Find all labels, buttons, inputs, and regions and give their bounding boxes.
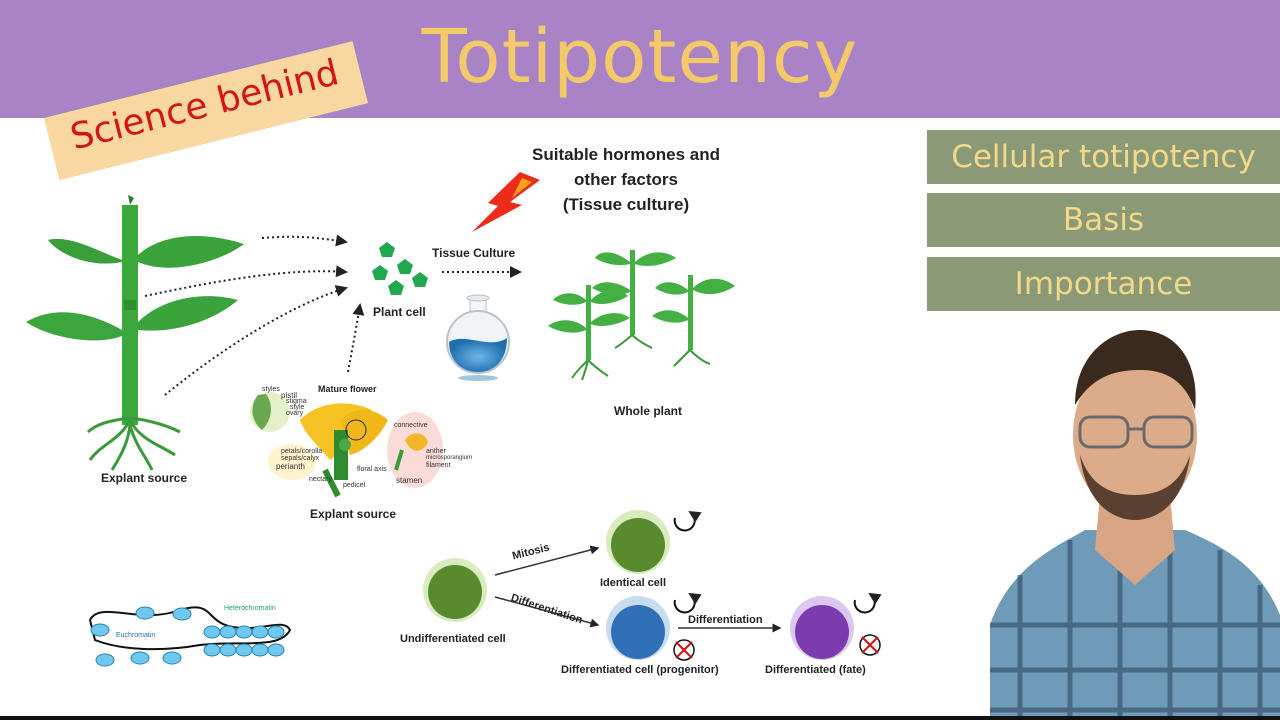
euchromatin-label: Euchromatin	[116, 632, 156, 639]
explant-plant-illustration	[26, 195, 244, 471]
flask-illustration	[446, 294, 510, 381]
page-title: Totipotency	[421, 14, 859, 100]
plant-cell-cluster	[372, 242, 428, 295]
filament-label: filament	[426, 462, 451, 469]
plant-cell-label: Plant cell	[373, 305, 426, 319]
sepals-label: sepals/calyx	[281, 455, 320, 462]
explant-source-label-flower: Explant source	[310, 507, 397, 521]
side-menu-importance[interactable]: Importance	[927, 257, 1280, 311]
connective-label: connective	[394, 422, 428, 429]
chromatin-illustration	[88, 606, 292, 667]
perianth-label: perianth	[276, 462, 305, 471]
ovary-label: ovary	[286, 410, 304, 417]
explant-source-label-plant: Explant source	[101, 471, 188, 485]
heterochromatin-label: Heterochromatin	[224, 605, 276, 612]
styles-label: styles	[262, 386, 280, 393]
floral-axis-label: floral axis	[357, 466, 387, 473]
side-menu-cellular-totipotency[interactable]: Cellular totipotency	[927, 130, 1280, 184]
petals-label: petals/corolla	[281, 448, 323, 455]
hormones-note: Suitable hormones and other factors (Tis…	[532, 145, 720, 214]
flower-diagram	[250, 392, 443, 498]
nectary-label: nectary	[309, 476, 332, 483]
tissue-culture-label: Tissue Culture	[432, 246, 516, 260]
stamen-label: stamen	[396, 476, 423, 485]
stigma-label: stigma	[286, 398, 307, 405]
differentiated-progenitor-label: Differentiated cell (progenitor)	[561, 664, 719, 676]
identical-cell-label: Identical cell	[600, 577, 667, 589]
whole-plants-illustration	[548, 250, 735, 381]
differentiation-label-2: Differentiation	[688, 614, 763, 626]
style-label: style	[290, 404, 305, 411]
anther-label: anther	[426, 448, 446, 455]
microsporangium-label: microsporangium	[426, 455, 473, 461]
pedicel-label: pedicel	[343, 482, 366, 489]
presenter-photo	[990, 330, 1280, 720]
differentiated-fate-label: Differentiated (fate)	[765, 664, 866, 676]
pistil-label: pistil	[281, 391, 298, 400]
bottom-border	[0, 716, 1280, 720]
cell-differentiation-diagram	[423, 510, 882, 661]
whole-plant-label: Whole plant	[614, 404, 682, 418]
undifferentiated-cell-label: Undifferentiated cell	[400, 633, 506, 645]
mature-flower-label: Mature flower	[318, 384, 377, 394]
side-menu-basis[interactable]: Basis	[927, 193, 1280, 247]
